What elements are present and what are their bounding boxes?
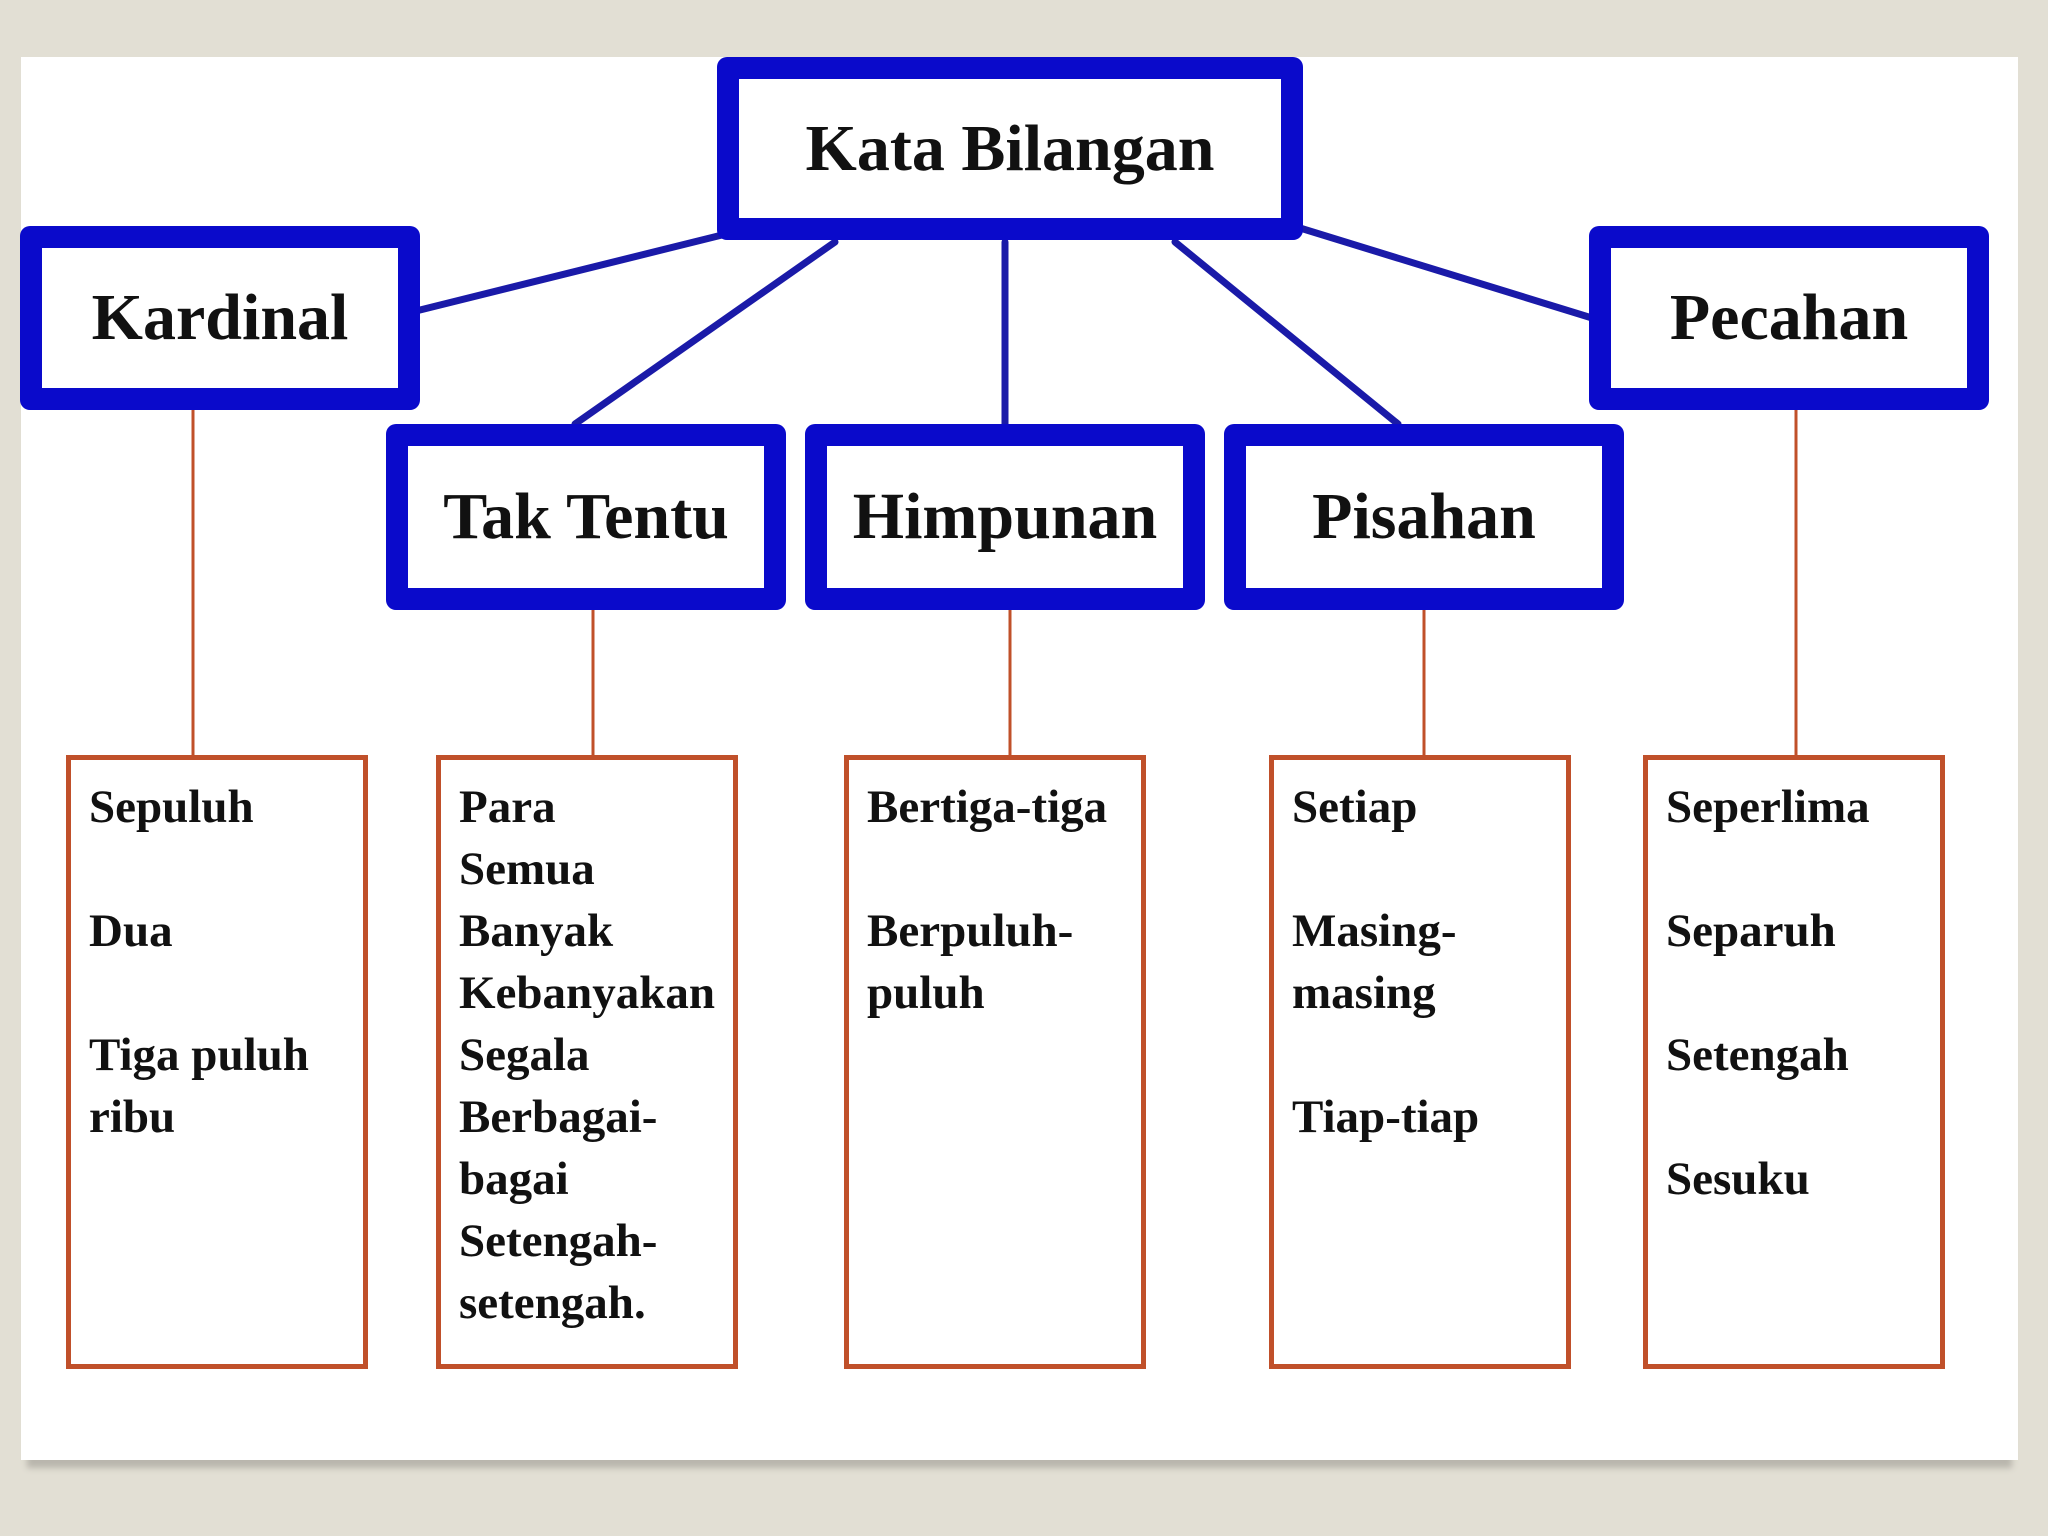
list-item: Setengah-: [459, 1215, 658, 1267]
list-item: Berpuluh-: [867, 905, 1074, 957]
list-item: setengah.: [459, 1277, 646, 1329]
node-pisahan: Pisahan: [1224, 424, 1624, 610]
node-pecahan: Pecahan: [1589, 226, 1989, 410]
connector-root-pisahan: [1171, 238, 1402, 428]
list-item: ribu: [89, 1091, 176, 1143]
list-item: Tiga puluh: [89, 1029, 309, 1081]
list-tak-tentu: Para Semua Banyak Kebanyakan Segala Berb…: [436, 755, 738, 1369]
list-item: Setiap: [1292, 781, 1418, 833]
list-item: Kebanyakan: [459, 967, 715, 1019]
list-item: Sepuluh: [89, 781, 254, 833]
list-item: puluh: [867, 967, 985, 1019]
node-kardinal: Kardinal: [20, 226, 420, 410]
list-item: Bertiga-tiga: [867, 781, 1108, 833]
list-item: Semua: [459, 843, 595, 895]
list-item: bagai: [459, 1153, 569, 1205]
list-pisahan: Setiap Masing- masing Tiap-tiap: [1269, 755, 1571, 1369]
list-item: Tiap-tiap: [1292, 1091, 1480, 1143]
connector-root-pecahan: [1296, 224, 1596, 322]
list-item: Sesuku: [1666, 1153, 1810, 1205]
list-item: Segala: [459, 1029, 590, 1081]
list-item: Para: [459, 781, 556, 833]
list-pecahan: Seperlima Separuh Setengah Sesuku: [1643, 755, 1945, 1369]
list-item: Dua: [89, 905, 173, 957]
list-item: Separuh: [1666, 905, 1836, 957]
list-kardinal: Sepuluh Dua Tiga puluh ribu: [66, 755, 368, 1369]
list-item: masing: [1292, 967, 1436, 1019]
node-himpunan: Himpunan: [805, 424, 1205, 610]
list-item: Seperlima: [1666, 781, 1870, 833]
list-item: Berbagai-: [459, 1091, 658, 1143]
connector-root-tak-tentu: [571, 238, 839, 428]
list-item: Setengah: [1666, 1029, 1849, 1081]
list-item: Banyak: [459, 905, 614, 957]
list-himpunan: Bertiga-tiga Berpuluh- puluh: [844, 755, 1146, 1369]
root-node: Kata Bilangan: [717, 57, 1303, 240]
node-tak-tentu: Tak Tentu: [386, 424, 786, 610]
connector-root-kardinal: [416, 231, 726, 314]
list-item: Masing-: [1292, 905, 1457, 957]
